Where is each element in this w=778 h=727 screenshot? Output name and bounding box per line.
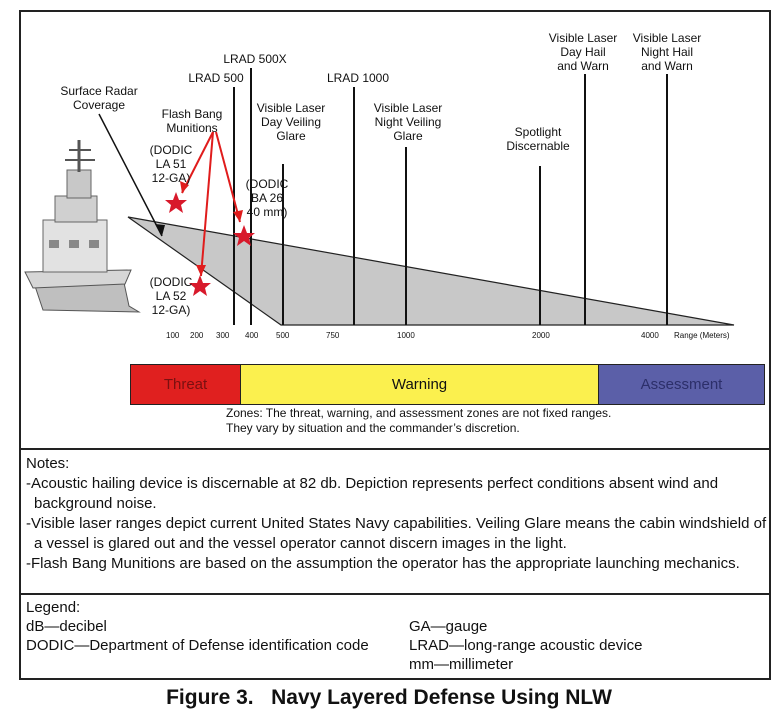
munition-ba26-label: (DODIC BA 26 40 mm) xyxy=(245,177,289,219)
axis-tick-100: 100 xyxy=(166,331,180,340)
legend-title: Legend: xyxy=(26,599,81,616)
lrad1000-label: LRAD 1000 xyxy=(326,71,390,85)
munition-la51-label: (DODIC LA 51 12-GA) xyxy=(149,143,193,185)
flash-bang-arrows xyxy=(180,131,243,277)
munition-stars xyxy=(165,192,255,296)
warning-zone: Warning xyxy=(240,364,599,405)
night-veiling-glare-label: Visible Laser Night Veiling Glare xyxy=(373,101,443,143)
legend-lrad: LRAD—long-range acoustic device xyxy=(409,637,643,654)
figure-frame xyxy=(19,10,771,680)
legend-section: Legend: dB—decibel DODIC—Department of D… xyxy=(26,598,642,673)
axis-unit: Range (Meters) xyxy=(674,331,730,340)
axis-tick-1000: 1000 xyxy=(397,331,415,340)
star-ba26 xyxy=(233,225,255,246)
surface-radar-label: Surface Radar Coverage xyxy=(60,84,138,112)
spotlight-label: Spotlight Discernable xyxy=(506,125,570,153)
legend-mm: mm—millimeter xyxy=(409,656,514,673)
assessment-zone: Assessment xyxy=(598,364,765,405)
star-la51 xyxy=(165,192,187,213)
note-item: -Visible laser ranges depict current Uni… xyxy=(26,515,767,552)
notes-title: Notes: xyxy=(26,455,70,472)
night-hail-warn-label: Visible Laser Night Hail and Warn xyxy=(632,31,702,73)
axis-tick-500: 500 xyxy=(276,331,290,340)
legend-db: dB—decibel xyxy=(26,618,107,635)
axis-tick-200: 200 xyxy=(190,331,204,340)
munition-la52-label: (DODIC LA 52 12-GA) xyxy=(149,275,193,317)
ship-illustration xyxy=(24,140,141,313)
axis-tick-400: 400 xyxy=(245,331,259,340)
range-marker-lines xyxy=(233,68,668,325)
axis-tick-2000: 2000 xyxy=(532,331,550,340)
note-item: -Acoustic hailing device is discernable … xyxy=(26,475,719,512)
figure-caption: Figure 3. Navy Layered Defense Using NLW xyxy=(166,686,612,709)
lrad500x-label: LRAD 500X xyxy=(223,52,287,66)
day-hail-warn-label: Visible Laser Day Hail and Warn xyxy=(548,31,618,73)
threat-zone: Threat xyxy=(130,364,241,405)
axis-tick-300: 300 xyxy=(216,331,230,340)
note-item: -Flash Bang Munitions are based on the a… xyxy=(26,555,740,572)
legend-ga: GA—gauge xyxy=(409,618,488,635)
range-diagram xyxy=(24,68,735,326)
axis-tick-750: 750 xyxy=(326,331,340,340)
radar-arrow xyxy=(98,113,163,237)
divider-legend xyxy=(19,593,771,595)
axis-tick-4000: 4000 xyxy=(641,331,659,340)
surface-radar-cone xyxy=(127,216,735,326)
day-veiling-glare-label: Visible Laser Day Veiling Glare xyxy=(256,101,326,143)
flash-bang-label: Flash Bang Munitions xyxy=(161,107,223,135)
legend-dodic: DODIC—Department of Defense identificati… xyxy=(26,637,369,654)
notes-section: Notes: -Acoustic hailing device is disce… xyxy=(26,454,768,574)
zones-note: Zones: The threat, warning, and assessme… xyxy=(226,406,612,435)
lrad500-label: LRAD 500 xyxy=(188,71,244,85)
divider-notes xyxy=(19,448,771,450)
star-la52 xyxy=(189,275,211,296)
